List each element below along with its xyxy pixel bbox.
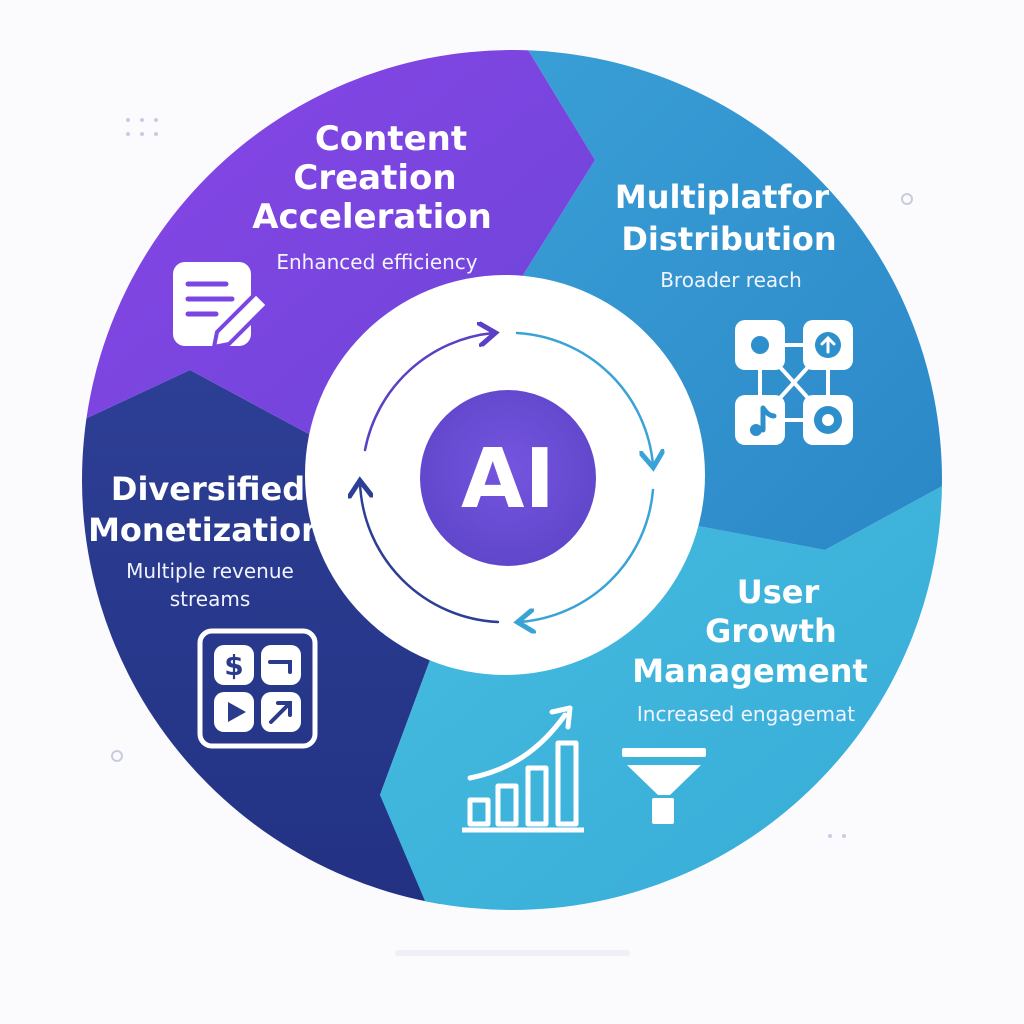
cycle-arrow-right — [515, 331, 653, 465]
user-growth-title-3: Management — [632, 652, 868, 690]
music-note-icon — [760, 405, 777, 433]
cycle-arrow-bottom — [520, 488, 655, 622]
user-growth-title-1: User — [737, 573, 820, 611]
document-pencil-icon — [173, 262, 270, 349]
monetization-title-1: Diversified — [111, 470, 305, 508]
content-creation-title-1: Content — [315, 119, 467, 159]
ai-center-label: AI — [461, 432, 555, 527]
monetization-subtitle-2: streams — [170, 587, 251, 611]
cycle-arrow-left — [360, 483, 500, 624]
dollar-icon: $ — [224, 649, 243, 682]
decorative-ring — [901, 193, 913, 205]
wallet-icon — [268, 660, 292, 674]
revenue-grid-icon: $ — [197, 628, 318, 749]
funnel-icon — [622, 748, 706, 824]
network-platforms-icon — [735, 320, 853, 445]
multiplatform-title-2: Distribution — [621, 220, 836, 258]
play-icon — [228, 702, 246, 722]
monetization-title-2: Monetization — [88, 511, 324, 549]
user-growth-title-2: Growth — [705, 612, 837, 650]
decorative-ring — [111, 750, 123, 762]
multiplatform-title-1: Multiplatfor — [615, 178, 830, 216]
ai-center-disc — [420, 390, 596, 566]
arrow-up-right-icon — [269, 701, 292, 724]
growth-chart-icon — [462, 705, 584, 833]
content-creation-subtitle: Enhanced efficiency — [276, 250, 477, 274]
content-creation-title-3: Acceleration — [252, 197, 492, 237]
cycle-arrows — [360, 333, 653, 622]
monetization-subtitle-1: Multiple revenue — [126, 559, 294, 583]
platform-a-icon — [751, 336, 769, 354]
cycle-arrow-top — [363, 333, 493, 452]
content-creation-title-2: Creation — [293, 158, 456, 198]
decorative-dots — [126, 118, 846, 838]
ground-shadow — [395, 950, 630, 956]
user-growth-subtitle: Increased engagemat — [637, 702, 855, 726]
multiplatform-subtitle: Broader reach — [660, 268, 802, 292]
